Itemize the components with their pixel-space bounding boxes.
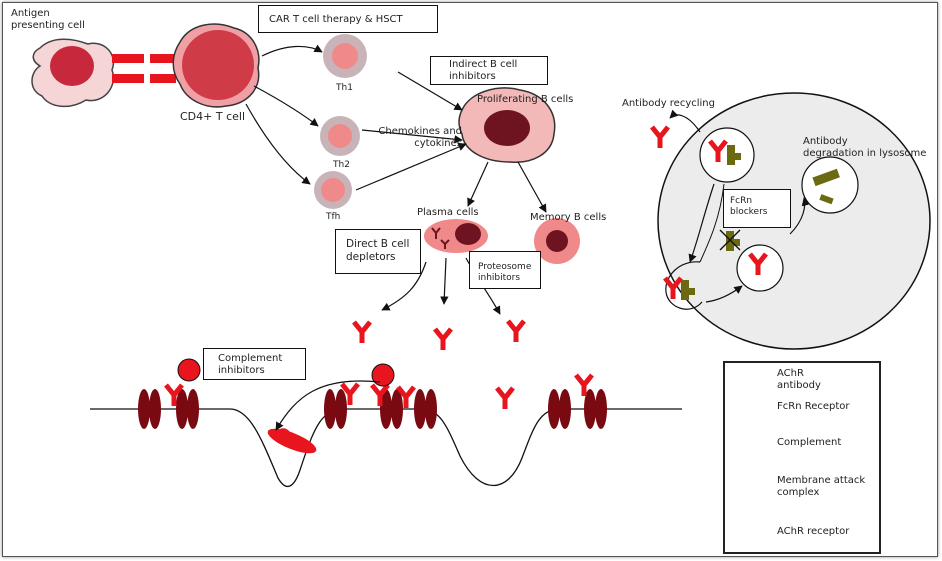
tcr-connector-top xyxy=(150,54,176,63)
proteosome-box: Proteosome inhibitors xyxy=(469,251,541,289)
complement-icon xyxy=(177,358,201,382)
fcrn-cell xyxy=(657,92,931,350)
legend-label-fcrn: FcRn Receptor xyxy=(777,401,850,412)
tcr-connector-bottom xyxy=(150,74,176,83)
mhc-connector-top xyxy=(112,54,144,63)
chemokines-label: Chemokines and cytokines xyxy=(378,126,462,149)
recycling-label: Antibody recycling xyxy=(622,98,715,109)
mac-icon xyxy=(267,428,317,454)
achr-receptor-icon xyxy=(414,389,437,429)
antibody-icon xyxy=(652,127,668,148)
legend: AChR antibody FcRn Receptor Complement M… xyxy=(723,361,881,554)
legend-label-complement: Complement xyxy=(777,437,842,448)
memory-label: Memory B cells xyxy=(530,212,607,223)
mhc-connector-bottom xyxy=(112,74,144,83)
complement-inhibitors-box: Complement inhibitors xyxy=(203,348,306,380)
antibody-icon xyxy=(354,322,370,343)
complement-icon xyxy=(371,363,395,387)
lysosome xyxy=(801,156,859,214)
plasma-label: Plasma cells xyxy=(417,207,479,218)
degradation-label: Antibody degradation in lysosome xyxy=(803,136,927,159)
achr-receptor-icon xyxy=(380,389,403,429)
th2-label: Th2 xyxy=(333,160,350,170)
achr-receptor-icon xyxy=(548,389,571,429)
uptake-pocket xyxy=(665,261,703,310)
legend-label-mac: Membrane attack complex xyxy=(777,475,866,498)
car-t-box: CAR T cell therapy & HSCT xyxy=(258,5,438,33)
cd4-nucleus xyxy=(182,30,254,100)
tfh-label: Tfh xyxy=(326,212,341,222)
legend-label-achr-receptor: AChR receptor xyxy=(777,526,850,537)
th1-label: Th1 xyxy=(336,83,353,93)
achr-receptor-icon xyxy=(324,389,347,429)
achr-receptor-icon xyxy=(584,389,607,429)
apc-label: Antigen presenting cell xyxy=(11,8,85,31)
indirect-box: Indirect B cell inhibitors xyxy=(430,56,548,85)
fcrn-blockers-box: FcRn blockers xyxy=(723,189,791,228)
apc-nucleus xyxy=(50,46,94,86)
antibody-icon xyxy=(497,388,513,409)
antibody-icon xyxy=(508,321,524,342)
direct-box: Direct B cell depletors xyxy=(335,229,421,274)
cd4-label: CD4+ T cell xyxy=(180,110,246,123)
achr-receptor-icon xyxy=(138,389,161,429)
legend-label-achr-antibody: AChR antibody xyxy=(777,368,821,391)
proliferating-label: Proliferating B cells xyxy=(477,94,574,105)
achr-receptor-icon xyxy=(176,389,199,429)
antibody-icon xyxy=(435,329,451,350)
